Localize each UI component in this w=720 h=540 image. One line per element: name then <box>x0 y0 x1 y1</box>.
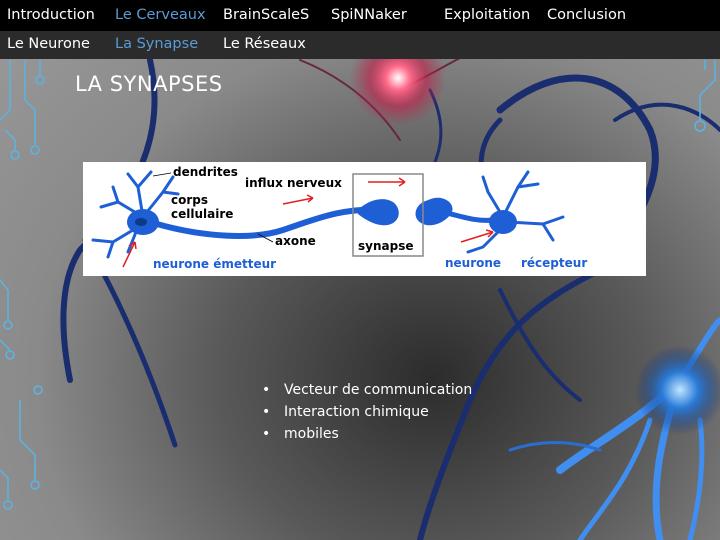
slide-title: LA SYNAPSES <box>75 72 223 96</box>
subnav-tab-le-neurone[interactable]: Le Neurone <box>7 36 90 52</box>
subnav-tab-la-synapse[interactable]: La Synapse <box>115 36 199 52</box>
sub-navigation-bar: Le Neurone La Synapse Le Réseaux <box>0 31 720 59</box>
bullet-item: Vecteur de communication <box>262 379 472 401</box>
subnav-tab-le-reseaux[interactable]: Le Réseaux <box>223 36 306 52</box>
label-cellulaire: cellulaire <box>171 207 233 221</box>
top-navigation-bar: Introduction Le Cerveaux BrainScaleS Spi… <box>0 0 720 31</box>
label-corps: corps <box>171 193 208 207</box>
nav-tab-exploitation[interactable]: Exploitation <box>444 7 531 23</box>
label-influx-nerveux: influx nerveux <box>245 176 342 190</box>
nav-tab-introduction[interactable]: Introduction <box>7 7 95 23</box>
label-dendrites: dendrites <box>173 165 238 179</box>
label-synapse: synapse <box>358 239 413 253</box>
label-neurone-emetteur: neurone émetteur <box>153 257 276 271</box>
label-recepteur: récepteur <box>521 256 587 270</box>
bullet-item: mobiles <box>262 423 472 445</box>
bullet-list: Vecteur de communication Interaction chi… <box>262 379 472 445</box>
label-neurone: neurone <box>445 256 501 270</box>
synapse-diagram: dendrites corps cellulaire influx nerveu… <box>83 162 646 276</box>
nav-tab-spinnaker[interactable]: SpiNNaker <box>331 7 407 23</box>
bullet-item: Interaction chimique <box>262 401 472 423</box>
nav-tab-conclusion[interactable]: Conclusion <box>547 7 627 23</box>
nav-tab-le-cerveaux[interactable]: Le Cerveaux <box>115 7 206 23</box>
nav-tab-brainscales[interactable]: BrainScaleS <box>223 7 310 23</box>
label-axone: axone <box>275 234 316 248</box>
